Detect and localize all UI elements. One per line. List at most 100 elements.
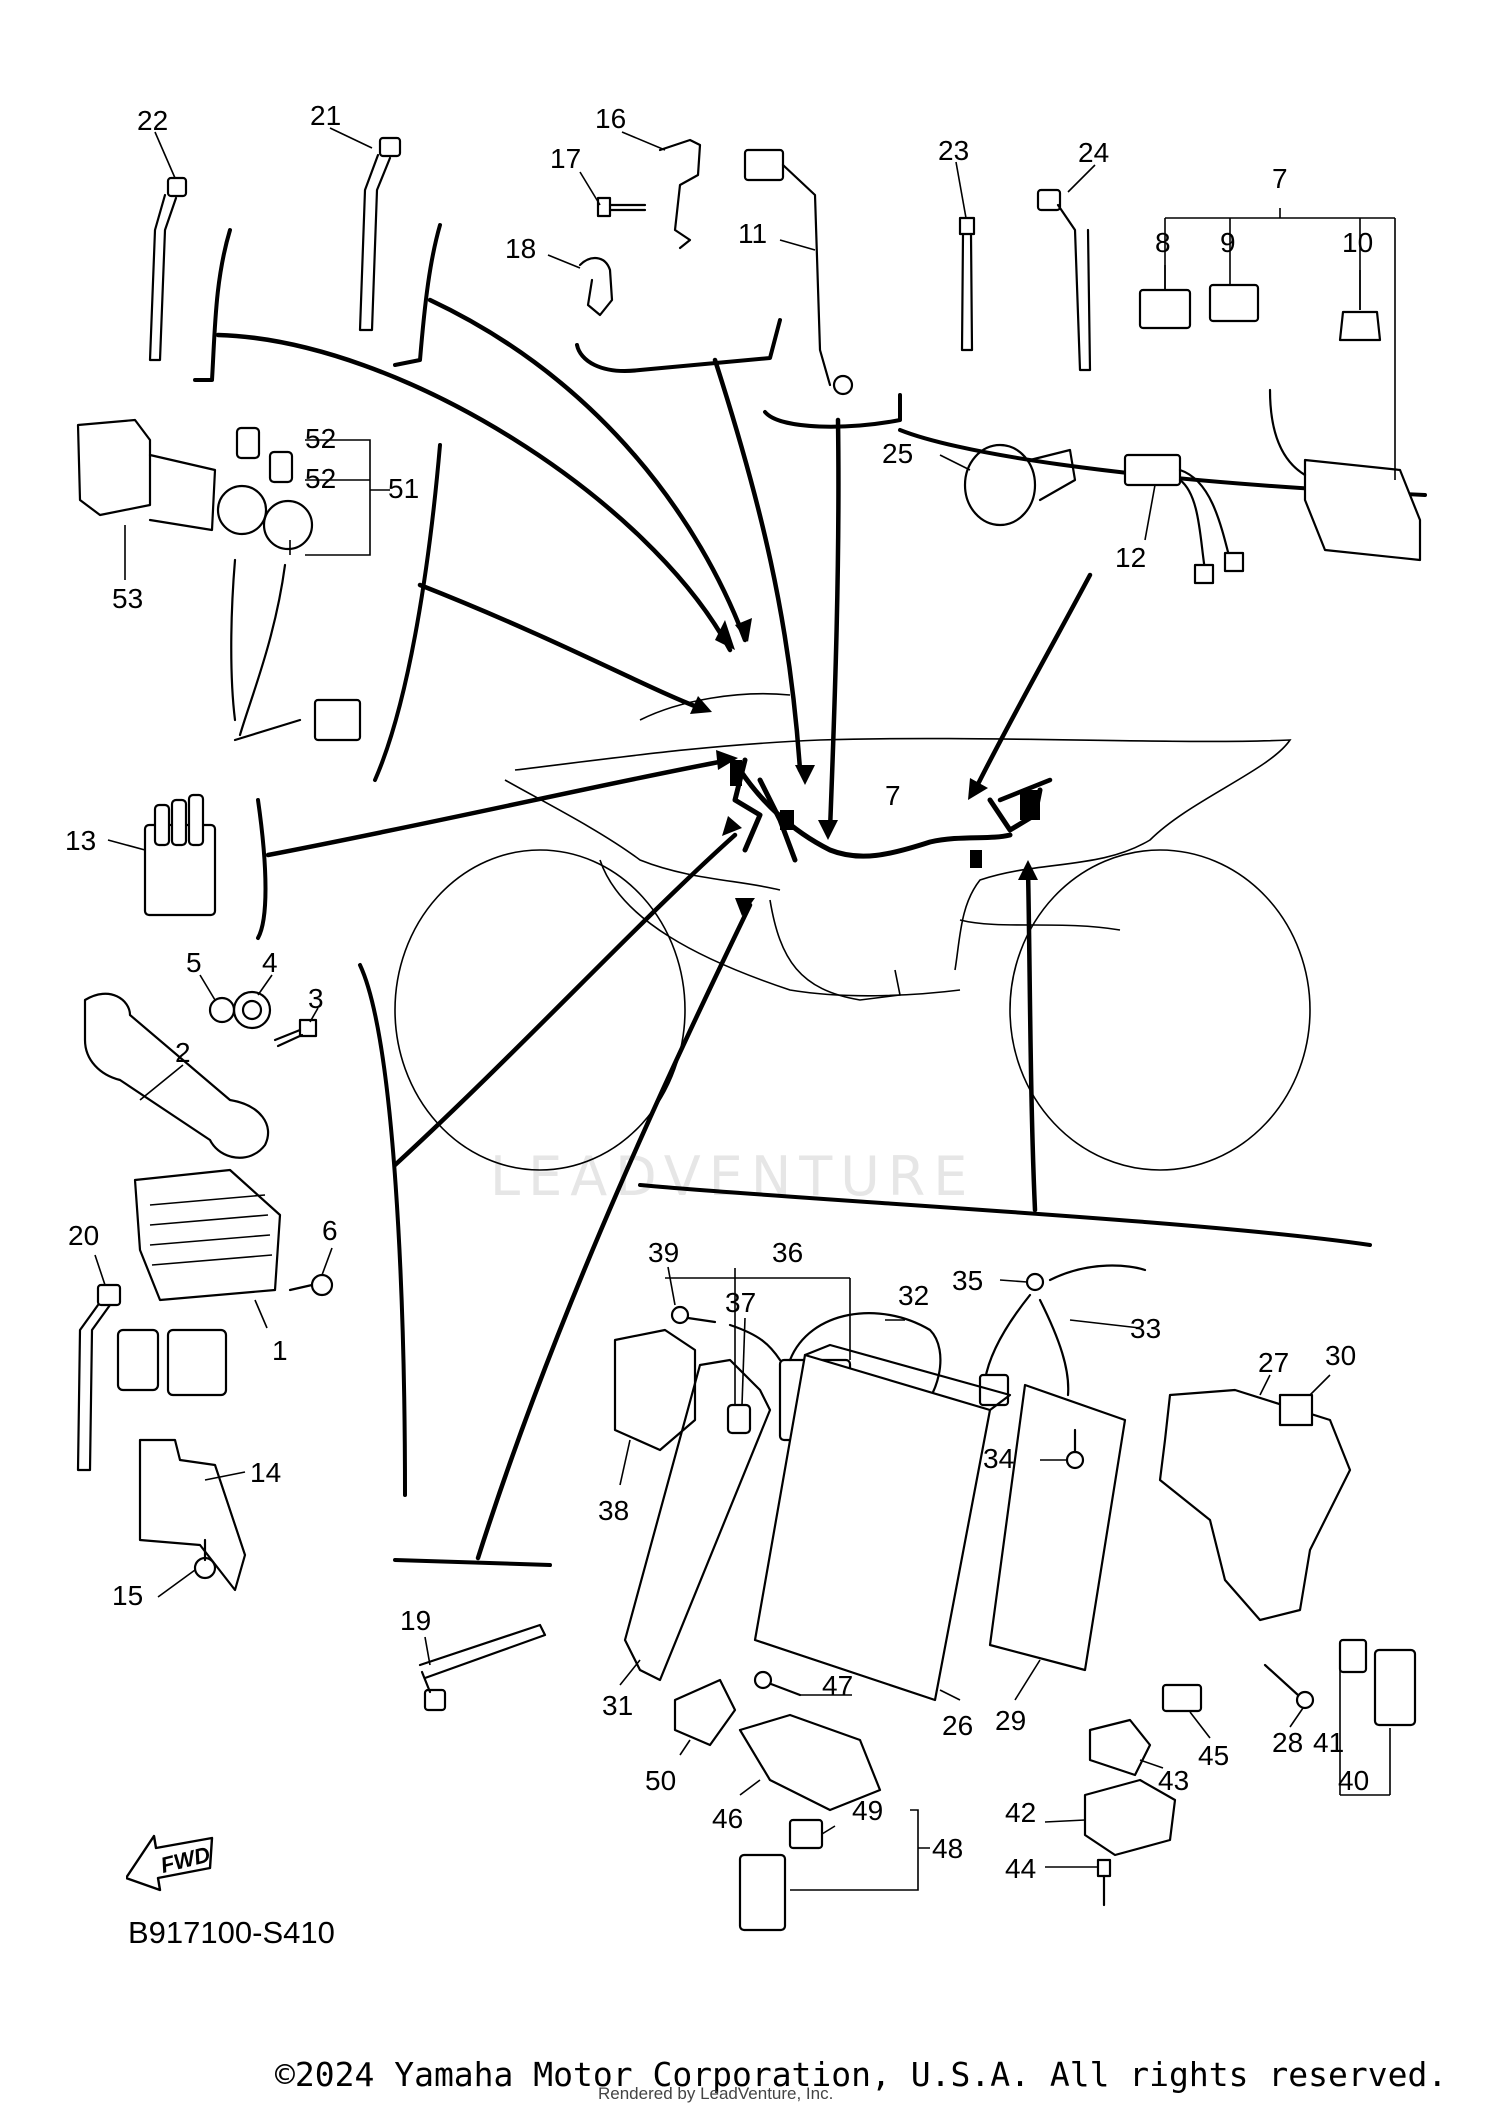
clamp-18	[578, 257, 614, 317]
battery-bracket-27	[1158, 1388, 1352, 1622]
callout-42: 42	[1005, 1797, 1036, 1828]
bracket-14	[138, 1438, 247, 1592]
collar-5	[208, 996, 236, 1024]
callout-39: 39	[648, 1237, 679, 1268]
group-brackets	[193, 223, 1427, 1567]
callout-4: 4	[262, 947, 278, 978]
relay-8	[1138, 288, 1192, 330]
cap-cover-53	[76, 418, 217, 532]
callout-30: 30	[1325, 1340, 1356, 1371]
connector-12	[1123, 453, 1245, 585]
bracket-43	[1088, 1718, 1152, 1777]
cable-tie-19	[418, 1623, 547, 1712]
cover-45	[1161, 1683, 1203, 1713]
callout-2: 2	[175, 1037, 191, 1068]
screw-47	[753, 1670, 802, 1697]
callout-51: 51	[388, 473, 419, 504]
cable-tie-24	[1036, 188, 1092, 372]
clamp-25	[963, 443, 1077, 527]
callout-6: 6	[322, 1215, 338, 1246]
fuse-10	[1338, 310, 1382, 342]
callout-10: 10	[1342, 227, 1373, 258]
callout-15: 15	[112, 1580, 143, 1611]
callout-20: 20	[68, 1220, 99, 1251]
cap-49	[788, 1818, 824, 1850]
cable-tie-22	[148, 176, 188, 362]
callout-44: 44	[1005, 1853, 1036, 1884]
battery-26	[753, 1343, 1012, 1702]
battery-band-29	[988, 1383, 1127, 1672]
callout-23: 23	[938, 135, 969, 166]
sensor-50	[673, 1678, 737, 1747]
callout-40: 40	[1338, 1765, 1369, 1796]
callout-46: 46	[712, 1803, 743, 1834]
callout-8: 8	[1155, 227, 1171, 258]
copyright: ©2024 Yamaha Motor Corporation, U.S.A. A…	[275, 2055, 1448, 2094]
fwd-arrow-icon: FWD	[124, 1830, 216, 1897]
callout-27: 27	[1258, 1347, 1289, 1378]
callout-18: 18	[505, 233, 536, 264]
callout-47: 47	[822, 1670, 853, 1701]
socket-assy-51	[216, 426, 362, 742]
callout-26: 26	[942, 1710, 973, 1741]
callout-49: 49	[852, 1795, 883, 1826]
callout-32: 32	[898, 1280, 929, 1311]
coupler-40	[1373, 1648, 1417, 1727]
callout-12: 12	[1115, 542, 1146, 573]
bolt-6	[288, 1273, 334, 1297]
callout-5: 5	[186, 947, 202, 978]
relay-cover-38	[613, 1328, 697, 1452]
callout-9: 9	[1220, 227, 1236, 258]
callout-36: 36	[772, 1237, 803, 1268]
callout-14: 14	[250, 1457, 281, 1488]
callout-50: 50	[645, 1765, 676, 1796]
callout-7-harness: 7	[885, 780, 901, 811]
part-30	[1278, 1393, 1314, 1427]
bolt-15	[193, 1538, 217, 1580]
band-23	[958, 216, 976, 352]
callout-24: 24	[1078, 137, 1109, 168]
callout-35: 35	[952, 1265, 983, 1296]
callout-43: 43	[1158, 1765, 1189, 1796]
callout-37: 37	[725, 1287, 756, 1318]
screw-17	[596, 196, 647, 218]
callout-31: 31	[602, 1690, 633, 1721]
screw-39	[670, 1305, 717, 1325]
lead-wire-11	[743, 148, 854, 396]
callout-17: 17	[550, 143, 581, 174]
lead-32	[788, 1312, 942, 1422]
callout-11: 11	[738, 218, 767, 249]
callout-53: 53	[112, 583, 143, 614]
callout-33: 33	[1130, 1313, 1161, 1344]
diagram-code: B917100-S410	[128, 1915, 335, 1950]
callout-25: 25	[882, 438, 913, 469]
callout-45: 45	[1198, 1740, 1229, 1771]
callout-34: 34	[983, 1443, 1014, 1474]
callout-28: 28	[1272, 1727, 1303, 1758]
rectifier-regulator-1	[116, 1168, 282, 1397]
callout-21: 21	[310, 100, 341, 131]
callout-7-top: 7	[1272, 163, 1288, 194]
bolt-44	[1096, 1858, 1112, 1907]
cable-tie-20	[76, 1283, 122, 1472]
callout-3: 3	[308, 983, 324, 1014]
relay-9	[1208, 283, 1260, 323]
callout-16: 16	[595, 103, 626, 134]
callout-labels: 22 21 16 17 18 11 23 24 7 8 9 10 52 52 5…	[65, 100, 1373, 1884]
watermark: LEADVENTURE	[490, 1145, 975, 1208]
callout-41: 41	[1313, 1727, 1344, 1758]
coupler-48	[738, 1853, 787, 1932]
bolt-28	[1263, 1663, 1315, 1710]
grommet-4	[232, 990, 272, 1030]
bracket-16	[658, 138, 702, 250]
motorcycle-outline	[394, 692, 1311, 1171]
bracket-46	[738, 1713, 882, 1812]
callout-52-a: 52	[305, 423, 336, 454]
callout-48: 48	[932, 1833, 963, 1864]
parts	[76, 136, 1422, 1932]
wire-harness	[730, 757, 1053, 1001]
callout-38: 38	[598, 1495, 629, 1526]
nut-35	[1025, 1272, 1045, 1292]
cap-41	[1338, 1638, 1368, 1674]
